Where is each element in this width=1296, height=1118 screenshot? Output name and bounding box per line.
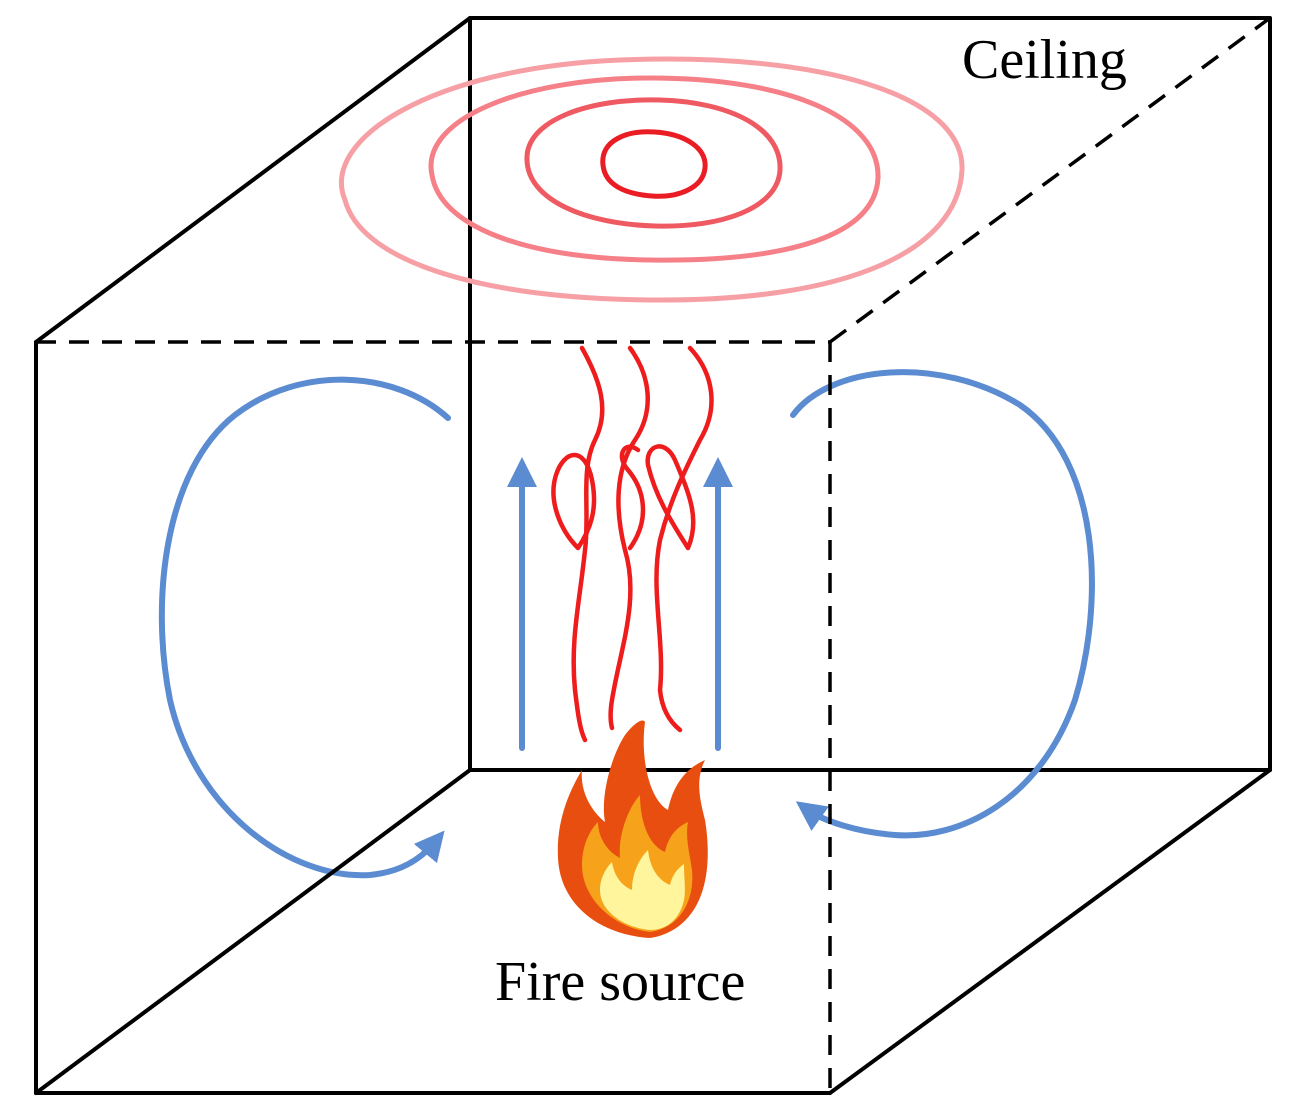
room-hidden-edges [36, 16, 1272, 1093]
flame-inner [600, 850, 685, 930]
contour-inner [600, 129, 708, 199]
ceiling-label: Ceiling [962, 29, 1127, 91]
ceiling-heat-contours [339, 56, 965, 303]
contour-second [428, 75, 881, 263]
recirculation-arrow-left [158, 376, 451, 879]
fire-source-label: Fire source [495, 951, 745, 1013]
updraft-arrows [507, 457, 733, 751]
hot-plume [551, 345, 714, 743]
recirculation-arrow-right [790, 369, 1095, 839]
contour-third [524, 97, 783, 229]
recirculation-flows [158, 369, 1095, 879]
room-back-edges [468, 16, 1272, 772]
contour-outer [339, 56, 965, 303]
flame-icon [557, 720, 708, 938]
room-front-edges [34, 16, 1272, 1095]
